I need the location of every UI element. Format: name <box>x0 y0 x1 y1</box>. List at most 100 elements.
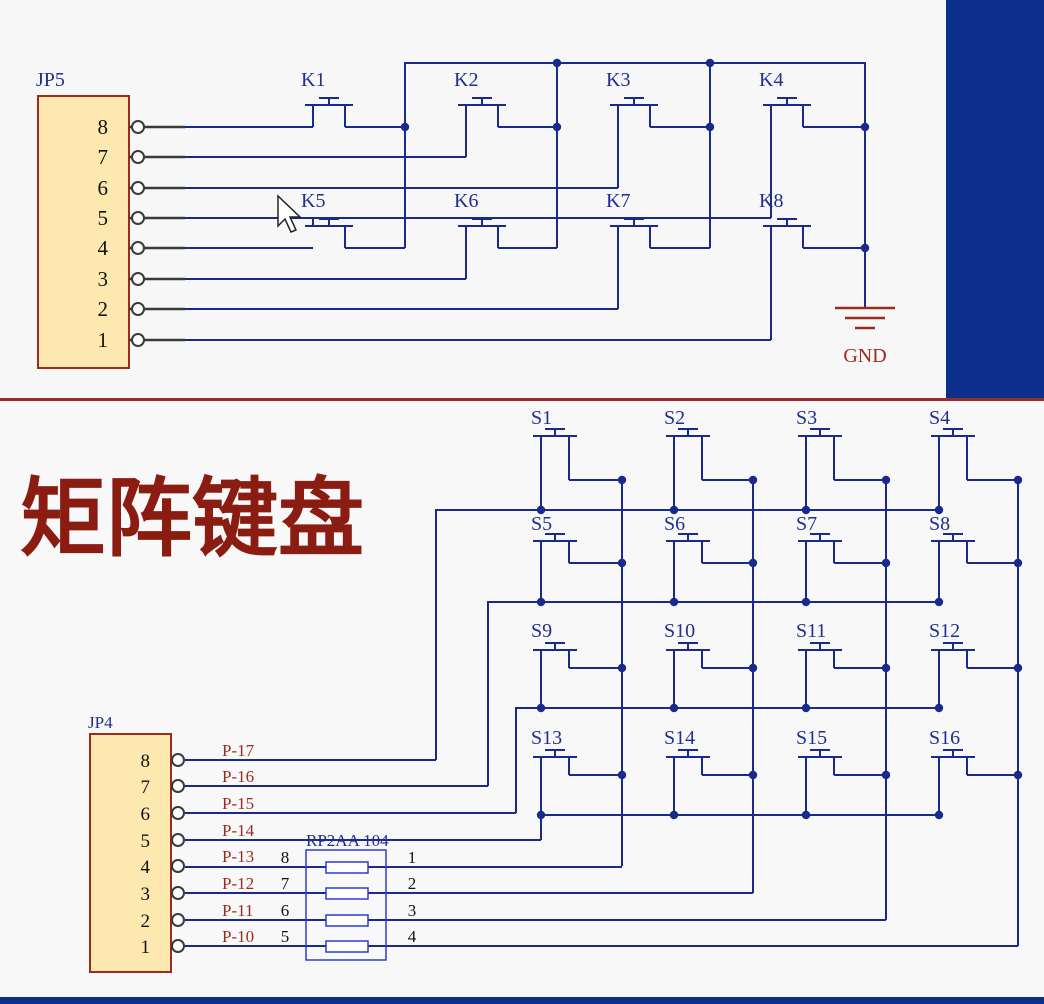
junction-dot <box>617 663 627 673</box>
pin-pad <box>171 806 185 820</box>
switch-s3-label: S3 <box>796 407 817 429</box>
junction-dot <box>536 810 546 820</box>
junction-dot <box>934 810 944 820</box>
key-k3-label: K3 <box>606 69 630 91</box>
pin-pad <box>131 241 145 255</box>
port-label-p-11: P-11 <box>222 901 254 920</box>
switch-s15-label: S15 <box>796 727 827 749</box>
resistor-pack-outline <box>305 849 387 961</box>
wire-top-bus <box>404 62 866 248</box>
switch-s8-label: S8 <box>929 513 950 535</box>
junction-dot <box>934 505 944 515</box>
switch-s12-label: S12 <box>929 620 960 642</box>
resistor-element <box>325 861 369 874</box>
key-k8-label: K8 <box>759 190 783 212</box>
jp5-pin-number-1: 1 <box>98 328 109 352</box>
junction-dot <box>400 122 410 132</box>
key-k7-label: K7 <box>606 190 630 212</box>
side-bar <box>946 0 1044 398</box>
junction-dot <box>748 558 758 568</box>
key-k1-label: K1 <box>301 69 325 91</box>
jp4-pin-number-6: 6 <box>141 804 151 825</box>
port-label-p-13: P-13 <box>222 847 254 866</box>
key-k5-label: K5 <box>301 190 325 212</box>
jp4-pin-number-7: 7 <box>141 777 151 798</box>
pin-pad <box>171 913 185 927</box>
row-line-1 <box>435 509 939 760</box>
jp4-connector-body <box>89 733 172 973</box>
junction-dot <box>881 475 891 485</box>
jp4-pin-number-1: 1 <box>141 937 151 958</box>
junction-dot <box>801 505 811 515</box>
jp4-label: JP4 <box>88 713 113 732</box>
mouse-cursor-icon <box>277 194 302 233</box>
panel-divider <box>0 398 1044 401</box>
jp5-label: JP5 <box>36 69 65 91</box>
junction-dot <box>669 597 679 607</box>
junction-dot <box>860 122 870 132</box>
junction-dot <box>705 58 715 68</box>
jp4-pin-number-3: 3 <box>141 884 151 905</box>
jp4-pin-number-8: 8 <box>141 751 151 772</box>
gnd-label: GND <box>843 345 886 367</box>
resistor-left-pin-6: 6 <box>281 901 290 920</box>
resistor-left-pin-8: 8 <box>281 848 290 867</box>
bottom-bar <box>0 997 1044 1004</box>
switch-s13-label: S13 <box>531 727 562 749</box>
pin-pad <box>171 753 185 767</box>
junction-dot <box>617 558 627 568</box>
junction-dot <box>1013 558 1023 568</box>
pin-pad <box>171 833 185 847</box>
jp4-pin-number-5: 5 <box>141 831 151 852</box>
resistor-left-pin-7: 7 <box>281 874 290 893</box>
port-label-p-14: P-14 <box>222 821 255 840</box>
switch-s9-label: S9 <box>531 620 552 642</box>
resistor-right-pin-1: 1 <box>408 848 417 867</box>
junction-dot <box>881 558 891 568</box>
junction-dot <box>1013 663 1023 673</box>
junction-dot <box>536 703 546 713</box>
junction-dot <box>748 663 758 673</box>
pin-pad <box>131 272 145 286</box>
switch-s11-label: S11 <box>796 620 826 642</box>
resistor-right-pin-2: 2 <box>408 874 417 893</box>
resistor-left-pin-5: 5 <box>281 927 290 946</box>
junction-dot <box>1013 475 1023 485</box>
jp5-pin-number-4: 4 <box>98 236 109 260</box>
resistor-element <box>325 914 369 927</box>
switch-s6-label: S6 <box>664 513 685 535</box>
pin-pad <box>131 333 145 347</box>
switch-s2-label: S2 <box>664 407 685 429</box>
jp5-pin-number-8: 8 <box>98 115 109 139</box>
key-k6-label: K6 <box>454 190 478 212</box>
junction-dot <box>669 810 679 820</box>
junction-dot <box>669 505 679 515</box>
junction-dot <box>748 770 758 780</box>
jp5-pin-number-2: 2 <box>98 297 109 321</box>
pin-pad <box>171 859 185 873</box>
resistor-right-pin-3: 3 <box>408 901 417 920</box>
jp5-pin-number-5: 5 <box>98 206 109 230</box>
junctions-layer <box>400 58 1023 820</box>
junction-dot <box>860 243 870 253</box>
jp5-pin-number-7: 7 <box>98 145 109 169</box>
junction-dot <box>536 597 546 607</box>
jp4-pin-number-4: 4 <box>141 857 151 878</box>
switch-s5-label: S5 <box>531 513 552 535</box>
pin-pad <box>171 886 185 900</box>
port-label-p-16: P-16 <box>222 767 254 786</box>
key-k2-label: K2 <box>454 69 478 91</box>
port-label-p-15: P-15 <box>222 794 254 813</box>
junction-dot <box>801 597 811 607</box>
row-line-3 <box>515 707 939 813</box>
jp5-pin-number-3: 3 <box>98 267 109 291</box>
junction-dot <box>552 58 562 68</box>
jp5-connector-body <box>37 95 130 369</box>
components-layer <box>37 95 975 973</box>
pin-pad <box>131 150 145 164</box>
switch-s4-label: S4 <box>929 407 950 429</box>
pin-pad <box>171 939 185 953</box>
resistor-element <box>325 887 369 900</box>
junction-dot <box>1013 770 1023 780</box>
